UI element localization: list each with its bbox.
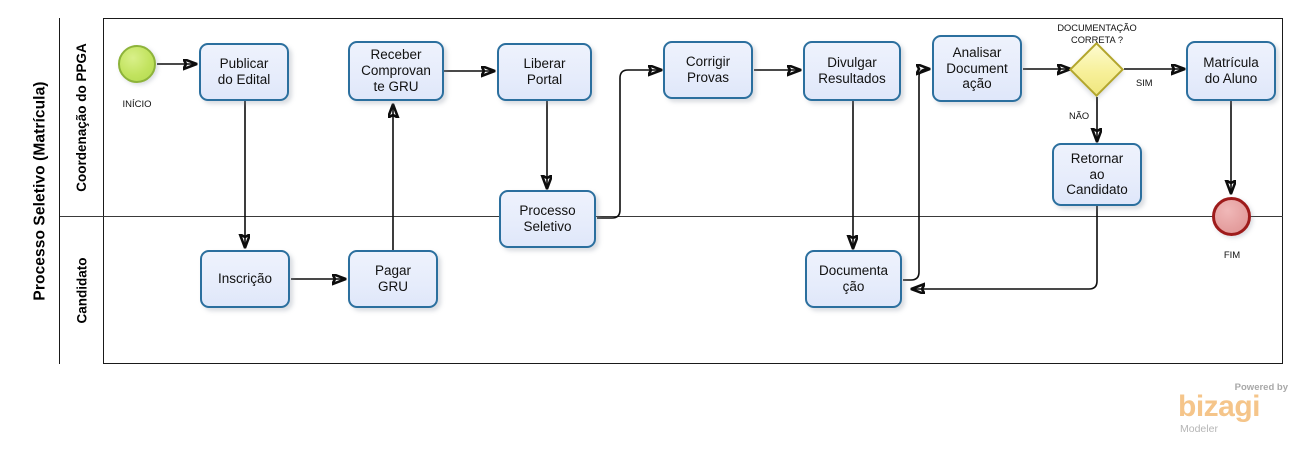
task-corrigir-provas[interactable]: Corrigir Provas [663,41,753,99]
task-publicar-edital[interactable]: Publicar do Edital [199,43,289,101]
bizagi-watermark: Powered by bizagi Modeler [1178,382,1290,436]
lane-label-coordenacao: Coordenação do PPGA [60,18,104,216]
lane-divider [60,216,1283,217]
task-analisar-documentacao[interactable]: Analisar Document ação [932,35,1022,102]
task-divulgar-resultados[interactable]: Divulgar Resultados [803,41,901,101]
task-pagar-gru[interactable]: Pagar GRU [348,250,438,308]
task-matricula-do-aluno[interactable]: Matrícula do Aluno [1186,41,1276,101]
flow-label-sim: SIM [1136,78,1153,88]
task-processo-seletivo[interactable]: Processo Seletivo [499,190,596,248]
bizagi-brand-text: bizagi [1178,390,1261,423]
task-retornar-ao-candidato[interactable]: Retornar ao Candidato [1052,143,1142,206]
start-event-caption: INÍCIO [122,99,152,110]
task-receber-comprovante-gru[interactable]: Receber Comprovan te GRU [348,41,444,101]
task-inscricao[interactable]: Inscrição [200,250,290,308]
bizagi-product-text: Modeler [1180,423,1218,435]
gateway-documentacao-correta-label: DOCUMENTAÇÃO CORRETA ? [1057,23,1137,45]
task-liberar-portal[interactable]: Liberar Portal [497,43,592,101]
pool-title: Processo Seletivo (Matrícula) [22,18,60,364]
lane-label-coordenacao-text: Coordenação do PPGA [74,42,89,192]
bizagi-powered-by-text: Powered by [1234,382,1288,393]
start-event[interactable] [118,45,156,83]
lane-label-candidato: Candidato [60,216,104,364]
lane-label-candidato-text: Candidato [74,257,89,323]
end-event-caption: FIM [1223,250,1241,261]
flow-label-nao: NÃO [1069,111,1090,121]
end-event[interactable] [1212,197,1251,236]
task-documentacao[interactable]: Documenta ção [805,250,902,308]
pool-title-text: Processo Seletivo (Matrícula) [31,81,49,301]
